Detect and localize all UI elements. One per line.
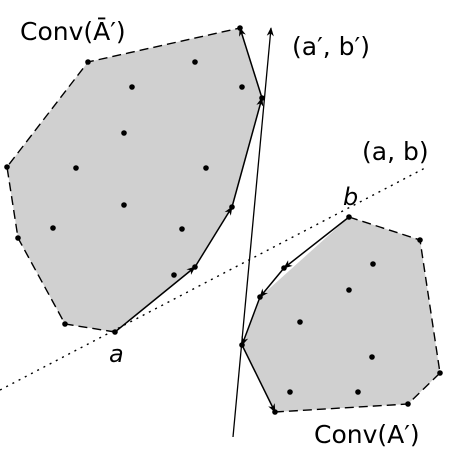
point-set <box>4 25 443 415</box>
point <box>272 409 278 415</box>
label-line-ab-prime: (a′, b′) <box>292 32 370 61</box>
right-hull-dashed-boundary <box>274 216 441 413</box>
point-b <box>346 214 352 220</box>
point <box>237 25 243 31</box>
left-hull-arrow-chain <box>114 27 264 333</box>
left-hull-dashed-boundary <box>6 27 241 333</box>
point <box>257 294 263 300</box>
point <box>297 319 303 325</box>
point-b-prime <box>239 342 245 348</box>
point <box>85 59 91 65</box>
point <box>369 354 375 360</box>
point <box>129 84 135 90</box>
left-hull-region <box>7 28 262 332</box>
point <box>405 401 411 407</box>
point-a-prime <box>259 95 265 101</box>
point <box>15 235 21 241</box>
point <box>121 130 127 136</box>
point <box>239 84 245 90</box>
point <box>62 321 68 327</box>
label-conv-a: Conv(A′) <box>314 420 420 449</box>
point <box>203 165 209 171</box>
label-point-b: b <box>343 183 358 211</box>
point <box>355 389 361 395</box>
label-line-ab: (a, b) <box>362 137 429 166</box>
right-hull-arrow-chain <box>241 216 350 413</box>
point <box>417 237 423 243</box>
point <box>370 261 376 267</box>
point <box>437 370 443 376</box>
point <box>281 265 287 271</box>
line-ab-prime <box>232 27 274 438</box>
point-a <box>112 329 118 335</box>
point <box>287 389 293 395</box>
line-ab-dotted <box>0 167 426 391</box>
point <box>4 164 10 170</box>
point <box>179 226 185 232</box>
point <box>346 287 352 293</box>
right-hull-region <box>242 217 440 412</box>
label-conv-abar: Conv(Ā′) <box>20 17 126 46</box>
point <box>192 59 198 65</box>
point <box>192 264 198 270</box>
point <box>73 165 79 171</box>
point <box>229 204 235 210</box>
label-point-a: a <box>109 340 124 368</box>
point <box>50 225 56 231</box>
point <box>171 272 177 278</box>
point <box>121 202 127 208</box>
